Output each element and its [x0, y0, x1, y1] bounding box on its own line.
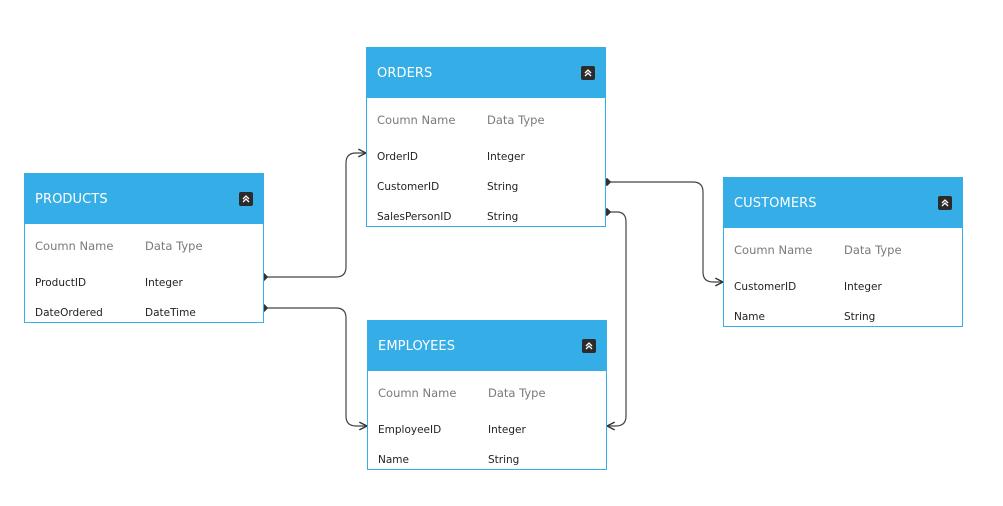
table-title: ORDERS	[377, 65, 433, 81]
data-type-header: Data Type	[844, 243, 902, 257]
column-name: ProductID	[35, 277, 87, 289]
column-name-header: Coumn Name	[734, 243, 813, 257]
column-name-header: Coumn Name	[378, 386, 457, 400]
data-type-header: Data Type	[488, 386, 546, 400]
table-header: PRODUCTS	[25, 174, 263, 224]
table-row[interactable]: Name String	[724, 302, 962, 332]
table-title: PRODUCTS	[35, 191, 108, 207]
data-type: String	[487, 211, 519, 223]
table-row[interactable]: EmployeeID Integer	[368, 415, 606, 445]
table-header: EMPLOYEES	[368, 321, 606, 371]
table-products[interactable]: PRODUCTS Coumn Name Data Type ProductID …	[24, 173, 264, 323]
table-customers[interactable]: CUSTOMERS Coumn Name Data Type CustomerI…	[723, 177, 963, 327]
data-type: Integer	[844, 281, 882, 293]
column-name: DateOrdered	[35, 307, 103, 319]
column-name: OrderID	[377, 151, 419, 163]
connector-products-orders[interactable]	[264, 153, 366, 277]
data-type: String	[488, 454, 520, 466]
column-name: CustomerID	[734, 281, 797, 293]
column-name: CustomerID	[377, 181, 440, 193]
table-row[interactable]: ProductID Integer	[25, 268, 263, 298]
column-headers: Coumn Name Data Type	[367, 98, 605, 142]
table-title: CUSTOMERS	[734, 195, 817, 211]
column-name-header: Coumn Name	[377, 113, 456, 127]
table-title: EMPLOYEES	[378, 338, 456, 354]
column-name: Name	[378, 454, 409, 466]
table-row[interactable]: SalesPersonID String	[367, 202, 605, 232]
data-type: Integer	[487, 151, 525, 163]
table-header: CUSTOMERS	[724, 178, 962, 228]
connector-orders-customers[interactable]	[607, 182, 723, 282]
data-type-header: Data Type	[487, 113, 545, 127]
connector-orders-employees[interactable]	[607, 212, 627, 426]
double-chevron-up-icon[interactable]	[581, 66, 595, 80]
table-header: ORDERS	[367, 48, 605, 98]
column-name: Name	[734, 311, 765, 323]
column-name: SalesPersonID	[377, 211, 452, 223]
column-headers: Coumn Name Data Type	[25, 224, 263, 268]
column-name: EmployeeID	[378, 424, 442, 436]
double-chevron-up-icon[interactable]	[239, 192, 253, 206]
double-chevron-up-icon[interactable]	[582, 339, 596, 353]
data-type: Integer	[145, 277, 183, 289]
connector-products-employees[interactable]	[264, 308, 367, 426]
column-headers: Coumn Name Data Type	[724, 228, 962, 272]
table-employees[interactable]: EMPLOYEES Coumn Name Data Type EmployeeI…	[367, 320, 607, 470]
column-headers: Coumn Name Data Type	[368, 371, 606, 415]
table-row[interactable]: CustomerID Integer	[724, 272, 962, 302]
column-name-header: Coumn Name	[35, 239, 114, 253]
data-type: String	[487, 181, 519, 193]
data-type: String	[844, 311, 876, 323]
table-row[interactable]: OrderID Integer	[367, 142, 605, 172]
table-orders[interactable]: ORDERS Coumn Name Data Type OrderID Inte…	[366, 47, 606, 227]
table-row[interactable]: DateOrdered DateTime	[25, 298, 263, 328]
data-type: DateTime	[145, 307, 196, 319]
data-type: Integer	[488, 424, 526, 436]
data-type-header: Data Type	[145, 239, 203, 253]
table-row[interactable]: Name String	[368, 445, 606, 475]
table-row[interactable]: CustomerID String	[367, 172, 605, 202]
double-chevron-up-icon[interactable]	[938, 196, 952, 210]
